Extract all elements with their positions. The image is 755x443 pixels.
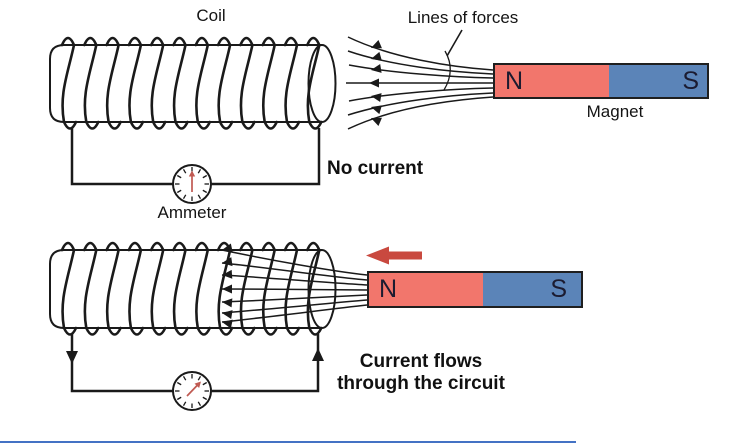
field-arrowheads (222, 243, 233, 329)
bottom-divider-line (0, 441, 576, 443)
coil-label: Coil (196, 6, 226, 25)
south-pole: S (483, 273, 581, 306)
needle-tip (194, 381, 201, 389)
bottom-ammeter-gauge-icon (172, 371, 212, 411)
current-flows-line2: through the circuit (337, 373, 505, 394)
needle-tip (188, 170, 196, 177)
north-pole-letter: N (379, 275, 398, 303)
top-field-lines (346, 36, 494, 130)
magnet-label: Magnet (586, 102, 644, 121)
field-label-pointer (443, 29, 463, 91)
current-direction-down-arrow (66, 351, 78, 364)
ammeter-ticks (175, 167, 209, 201)
north-pole: N (495, 65, 609, 97)
bar-magnet-bottom: N S (367, 271, 583, 308)
bottom-field-lines (221, 243, 368, 329)
lines-of-forces-label: Lines of forces (407, 8, 519, 27)
current-flows-line1: Current flows (359, 351, 483, 372)
magnet-motion-left-arrow (366, 246, 422, 265)
top-ammeter-gauge-icon (172, 164, 212, 204)
field-arrowheads (369, 39, 382, 127)
current-direction-up-arrow (312, 348, 324, 361)
ammeter-label: Ammeter (157, 203, 227, 222)
current-flows-status: Current flows through the circuit (316, 351, 526, 395)
south-pole: S (609, 65, 707, 97)
no-current-status: No current (327, 158, 424, 179)
south-pole-letter: S (550, 275, 567, 303)
ammeter-ticks (175, 374, 209, 408)
north-pole-letter: N (505, 66, 524, 95)
top-coil-windings (60, 36, 323, 130)
south-pole-letter: S (682, 66, 699, 95)
north-pole: N (369, 273, 483, 306)
bar-magnet-top: N S (493, 63, 709, 99)
